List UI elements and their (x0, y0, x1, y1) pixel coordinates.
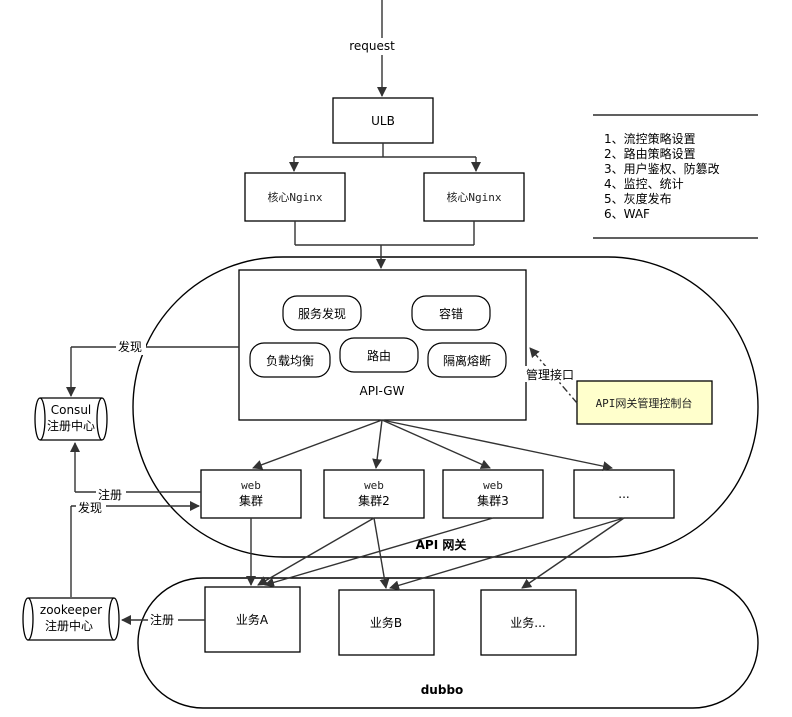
feature-item: 5、灰度发布 (604, 191, 672, 206)
biz-more-box (480, 589, 577, 656)
routing-pill (339, 337, 419, 373)
api-gw-label: API-GW (360, 384, 405, 398)
register-bottom-label: 注册 (150, 612, 174, 627)
web-cluster-3 (442, 469, 544, 519)
web2-line1: web (364, 479, 384, 492)
request-label: request (349, 39, 395, 53)
web1-line1: web (241, 479, 261, 492)
nginx-left-label: 核心Nginx (267, 190, 322, 204)
feature-item: 4、监控、统计 (604, 177, 684, 191)
admin-console-label: API网关管理控制台 (596, 396, 693, 410)
admin-console-box (576, 380, 713, 425)
zookeeper-label-line1: zookeeper (40, 603, 102, 617)
load-balance-label: 负载均衡 (266, 354, 314, 368)
web-cluster-1 (200, 469, 302, 519)
discovery-bottom-label: 发现 (78, 500, 102, 515)
web3-line2: 集群3 (477, 493, 509, 508)
web-cluster-more (573, 469, 675, 519)
consul-registry (34, 397, 108, 441)
feature-item: 1、流控策略设置 (604, 131, 696, 146)
biz-b-box (338, 589, 435, 656)
circuit-breaker-pill (427, 342, 507, 378)
web1-line2: 集群 (239, 493, 263, 508)
service-discovery-label: 服务发现 (298, 306, 346, 321)
ulb-label: ULB (371, 114, 395, 128)
zookeeper-label-line2: 注册中心 (45, 618, 93, 633)
circuit-breaker-label: 隔离熔断 (443, 353, 491, 368)
web-cluster-2 (323, 469, 425, 519)
feature-list: 1、流控策略设置 2、路由策略设置 3、用户鉴权、防篡改 4、监控、统计 5、灰… (604, 131, 720, 221)
web4-label: ... (618, 487, 629, 501)
feature-item: 6、WAF (604, 207, 650, 221)
consul-label-line1: Consul (51, 403, 92, 417)
biz-a-label: 业务A (236, 612, 269, 627)
nginx-left-box (244, 172, 346, 222)
web2-line2: 集群2 (358, 493, 390, 508)
biz-b-label: 业务B (370, 615, 402, 630)
fault-tolerance-pill (411, 295, 491, 331)
load-balance-pill (249, 342, 331, 378)
web3-line1: web (483, 479, 503, 492)
routing-label: 路由 (367, 348, 391, 363)
feature-item: 2、路由策略设置 (604, 146, 696, 161)
service-discovery-pill (282, 295, 362, 331)
register-top-label: 注册 (98, 487, 122, 502)
zookeeper-registry (22, 597, 120, 641)
ulb-box (332, 97, 434, 144)
mgmt-interface-label: 管理接口 (526, 367, 574, 382)
nginx-right-label: 核心Nginx (446, 190, 501, 204)
biz-a-box (204, 586, 301, 653)
feature-item: 3、用户鉴权、防篡改 (604, 161, 720, 176)
discovery-top-label: 发现 (118, 339, 142, 354)
api-gateway-label: API 网关 (416, 537, 467, 552)
consul-label-line2: 注册中心 (47, 418, 95, 433)
biz-more-label: 业务... (510, 615, 545, 630)
fault-tolerance-label: 容错 (439, 306, 463, 321)
dubbo-label: dubbo (421, 683, 464, 697)
